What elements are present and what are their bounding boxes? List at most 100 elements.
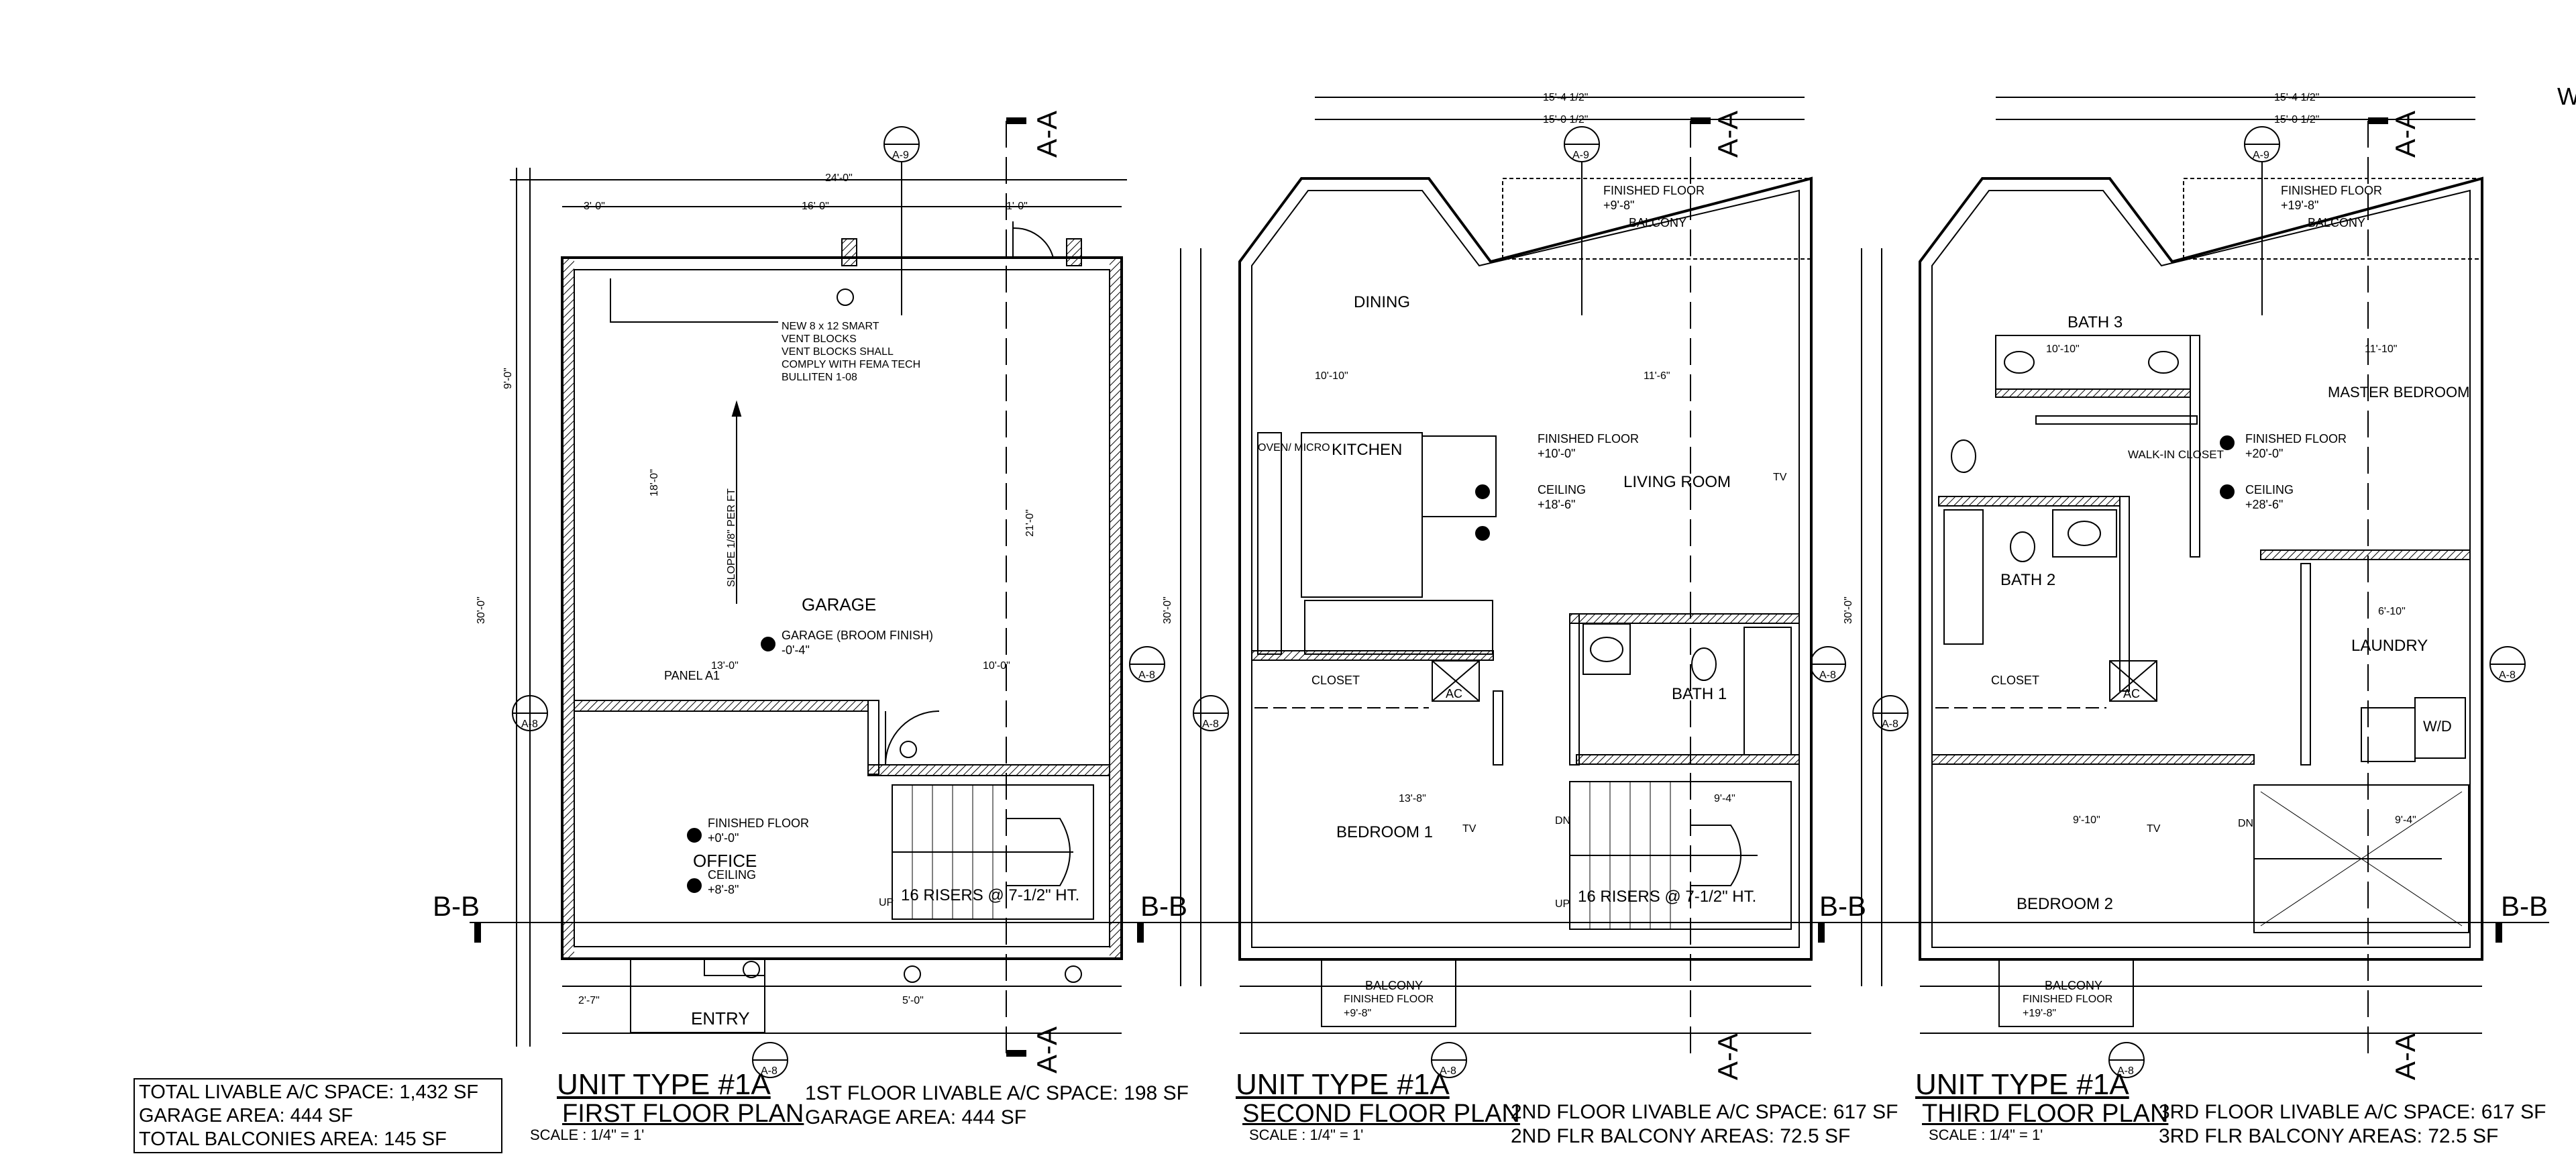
floor-level: +19'-8": [2281, 199, 2318, 212]
section-label-a: A-A: [1031, 1026, 1063, 1073]
detail-ref: A-9: [1572, 150, 1589, 161]
floor-level: +9'-8": [1344, 1008, 1371, 1019]
dim: 15'-0 1/2": [1543, 114, 1588, 125]
panel-label: PANEL A1: [664, 669, 720, 682]
dim: 16'-0": [802, 201, 829, 212]
first-floor-plan: [510, 117, 1165, 1078]
floor-label: FINISHED FLOOR: [2023, 994, 2112, 1005]
note-line: BULLITEN 1-08: [782, 372, 857, 383]
second-floor-title-block: UNIT TYPE #1A SECOND FLOOR PLAN SCALE : …: [1236, 1069, 1520, 1143]
scale-label: SCALE : 1/4" = 1': [530, 1126, 645, 1143]
section-label-a: A-A: [2390, 111, 2421, 158]
dim: 10'-10": [2046, 344, 2080, 355]
section-label-b: B-B: [2501, 890, 2548, 922]
dim: 6'-10": [2378, 606, 2406, 617]
room-label: BATH 3: [2068, 313, 2123, 331]
dim: 9'-4": [2395, 814, 2416, 826]
detail-ref: A-9: [892, 150, 909, 161]
stair-dn: DN: [2238, 818, 2253, 829]
tv-label: TV: [2147, 823, 2161, 835]
total-balcony-area: TOTAL BALCONIES AREA: 145 SF: [139, 1128, 447, 1150]
first-floor-title-block: UNIT TYPE #1A FIRST FLOOR PLAN SCALE : 1…: [530, 1068, 804, 1143]
stair-dn: DN: [1555, 815, 1570, 827]
dim: 30'-0": [1162, 596, 1173, 624]
ac-label: AC: [1446, 687, 1462, 700]
dim: 30'-0": [476, 596, 487, 624]
dim: 24'-0": [825, 172, 853, 184]
ceiling-level: +8'-8": [708, 883, 739, 896]
balcony-area: 3RD FLR BALCONY AREAS: 72.5 SF: [2159, 1125, 2499, 1147]
dim: 15'-4 1/2": [1543, 92, 1588, 103]
dim: 21'-0": [1024, 509, 1036, 537]
total-garage-area: GARAGE AREA: 444 SF: [139, 1105, 354, 1126]
slope-label: SLOPE 1/8" PER FT: [726, 488, 737, 587]
balcony-area: 2ND FLR BALCONY AREAS: 72.5 SF: [1511, 1125, 1851, 1147]
area-totals-box: TOTAL LIVABLE A/C SPACE: 1,432 SF GARAGE…: [133, 1078, 502, 1153]
ac-label: AC: [2123, 687, 2140, 700]
floor-level: +19'-8": [2023, 1008, 2056, 1019]
detail-ref: A-8: [2499, 670, 2516, 681]
floor-level: +9'-8": [1603, 199, 1634, 212]
floor-area: 1ST FLOOR LIVABLE A/C SPACE: 198 SF: [805, 1082, 1189, 1104]
third-floor-title-block: UNIT TYPE #1A THIRD FLOOR PLAN SCALE : 1…: [1915, 1069, 2168, 1143]
edge-mark: W: [2557, 83, 2576, 110]
floor-label: GARAGE (BROOM FINISH): [782, 629, 933, 642]
dim: 10'-10": [1315, 370, 1348, 382]
room-label: DINING: [1354, 293, 1410, 311]
room-label: BALCONY: [1629, 216, 1686, 229]
note-line: NEW 8 x 12 SMART: [782, 321, 879, 332]
dim: 9'-0": [502, 368, 514, 389]
dim: 13'-0": [711, 660, 739, 672]
room-label: LIVING ROOM: [1623, 473, 1731, 491]
unit-title: UNIT TYPE #1A: [1915, 1068, 2129, 1101]
room-label: BALCONY: [1365, 979, 1423, 992]
unit-title: UNIT TYPE #1A: [1236, 1068, 1450, 1101]
note-line: COMPLY WITH FEMA TECH: [782, 359, 920, 370]
room-label: GARAGE: [802, 594, 876, 615]
dim: 11'-10": [2365, 344, 2397, 355]
room-label: CLOSET: [1991, 674, 2039, 687]
room-label: BATH 1: [1672, 685, 1727, 703]
scale-label: SCALE : 1/4" = 1': [1929, 1126, 2043, 1143]
ceiling-level: +18'-6": [1538, 498, 1575, 511]
wd-label: W/D: [2423, 718, 2452, 735]
dim: 3'-0": [584, 201, 605, 212]
dim: 30'-0": [1843, 596, 1854, 624]
floor-label: FINISHED FLOOR: [1603, 184, 1705, 197]
floor-label: FINISHED FLOOR: [2245, 432, 2347, 445]
room-label: ENTRY: [691, 1008, 750, 1029]
floor-label: FINISHED FLOOR: [708, 816, 809, 830]
note-line: VENT BLOCKS: [782, 333, 857, 345]
room-label: BEDROOM 2: [2017, 895, 2113, 913]
section-label-b: B-B: [1819, 890, 1866, 922]
room-label: CLOSET: [1311, 674, 1360, 687]
room-label: KITCHEN: [1332, 441, 1402, 459]
floor-level: +0'-0": [708, 831, 739, 845]
detail-ref: A-8: [761, 1065, 777, 1077]
section-label-a: A-A: [1712, 1033, 1743, 1080]
dim: 15'-0 1/2": [2274, 114, 2319, 125]
dim: 18'-0": [649, 469, 660, 496]
floor-area: 2ND FLOOR LIVABLE A/C SPACE: 617 SF: [1511, 1101, 1898, 1123]
unit-title: UNIT TYPE #1A: [557, 1068, 771, 1101]
detail-ref: A-8: [2117, 1065, 2134, 1077]
total-livable-area: TOTAL LIVABLE A/C SPACE: 1,432 SF: [139, 1082, 479, 1103]
room-label: MASTER BEDROOM: [2328, 384, 2469, 401]
appliance-label: OVEN/ MICRO: [1258, 442, 1330, 454]
dim: 9'-4": [1714, 793, 1735, 804]
stair-up: UP: [1555, 898, 1570, 910]
plan-title: THIRD FLOOR PLAN: [1922, 1100, 2169, 1128]
dim: 5'-0": [902, 995, 924, 1006]
dim: 13'-8": [1399, 793, 1426, 804]
floor-label: FINISHED FLOOR: [1344, 994, 1434, 1005]
scale-label: SCALE : 1/4" = 1': [1249, 1126, 1364, 1143]
detail-ref: A-8: [1440, 1065, 1456, 1077]
section-label-a: A-A: [1031, 111, 1063, 158]
stair-up: UP: [879, 897, 894, 908]
room-label: BATH 2: [2000, 571, 2055, 589]
floor-label: FINISHED FLOOR: [1538, 432, 1639, 445]
dim: 15'-4 1/2": [2274, 92, 2319, 103]
room-label: LAUNDRY: [2351, 637, 2428, 655]
room-label: OFFICE: [693, 851, 757, 871]
